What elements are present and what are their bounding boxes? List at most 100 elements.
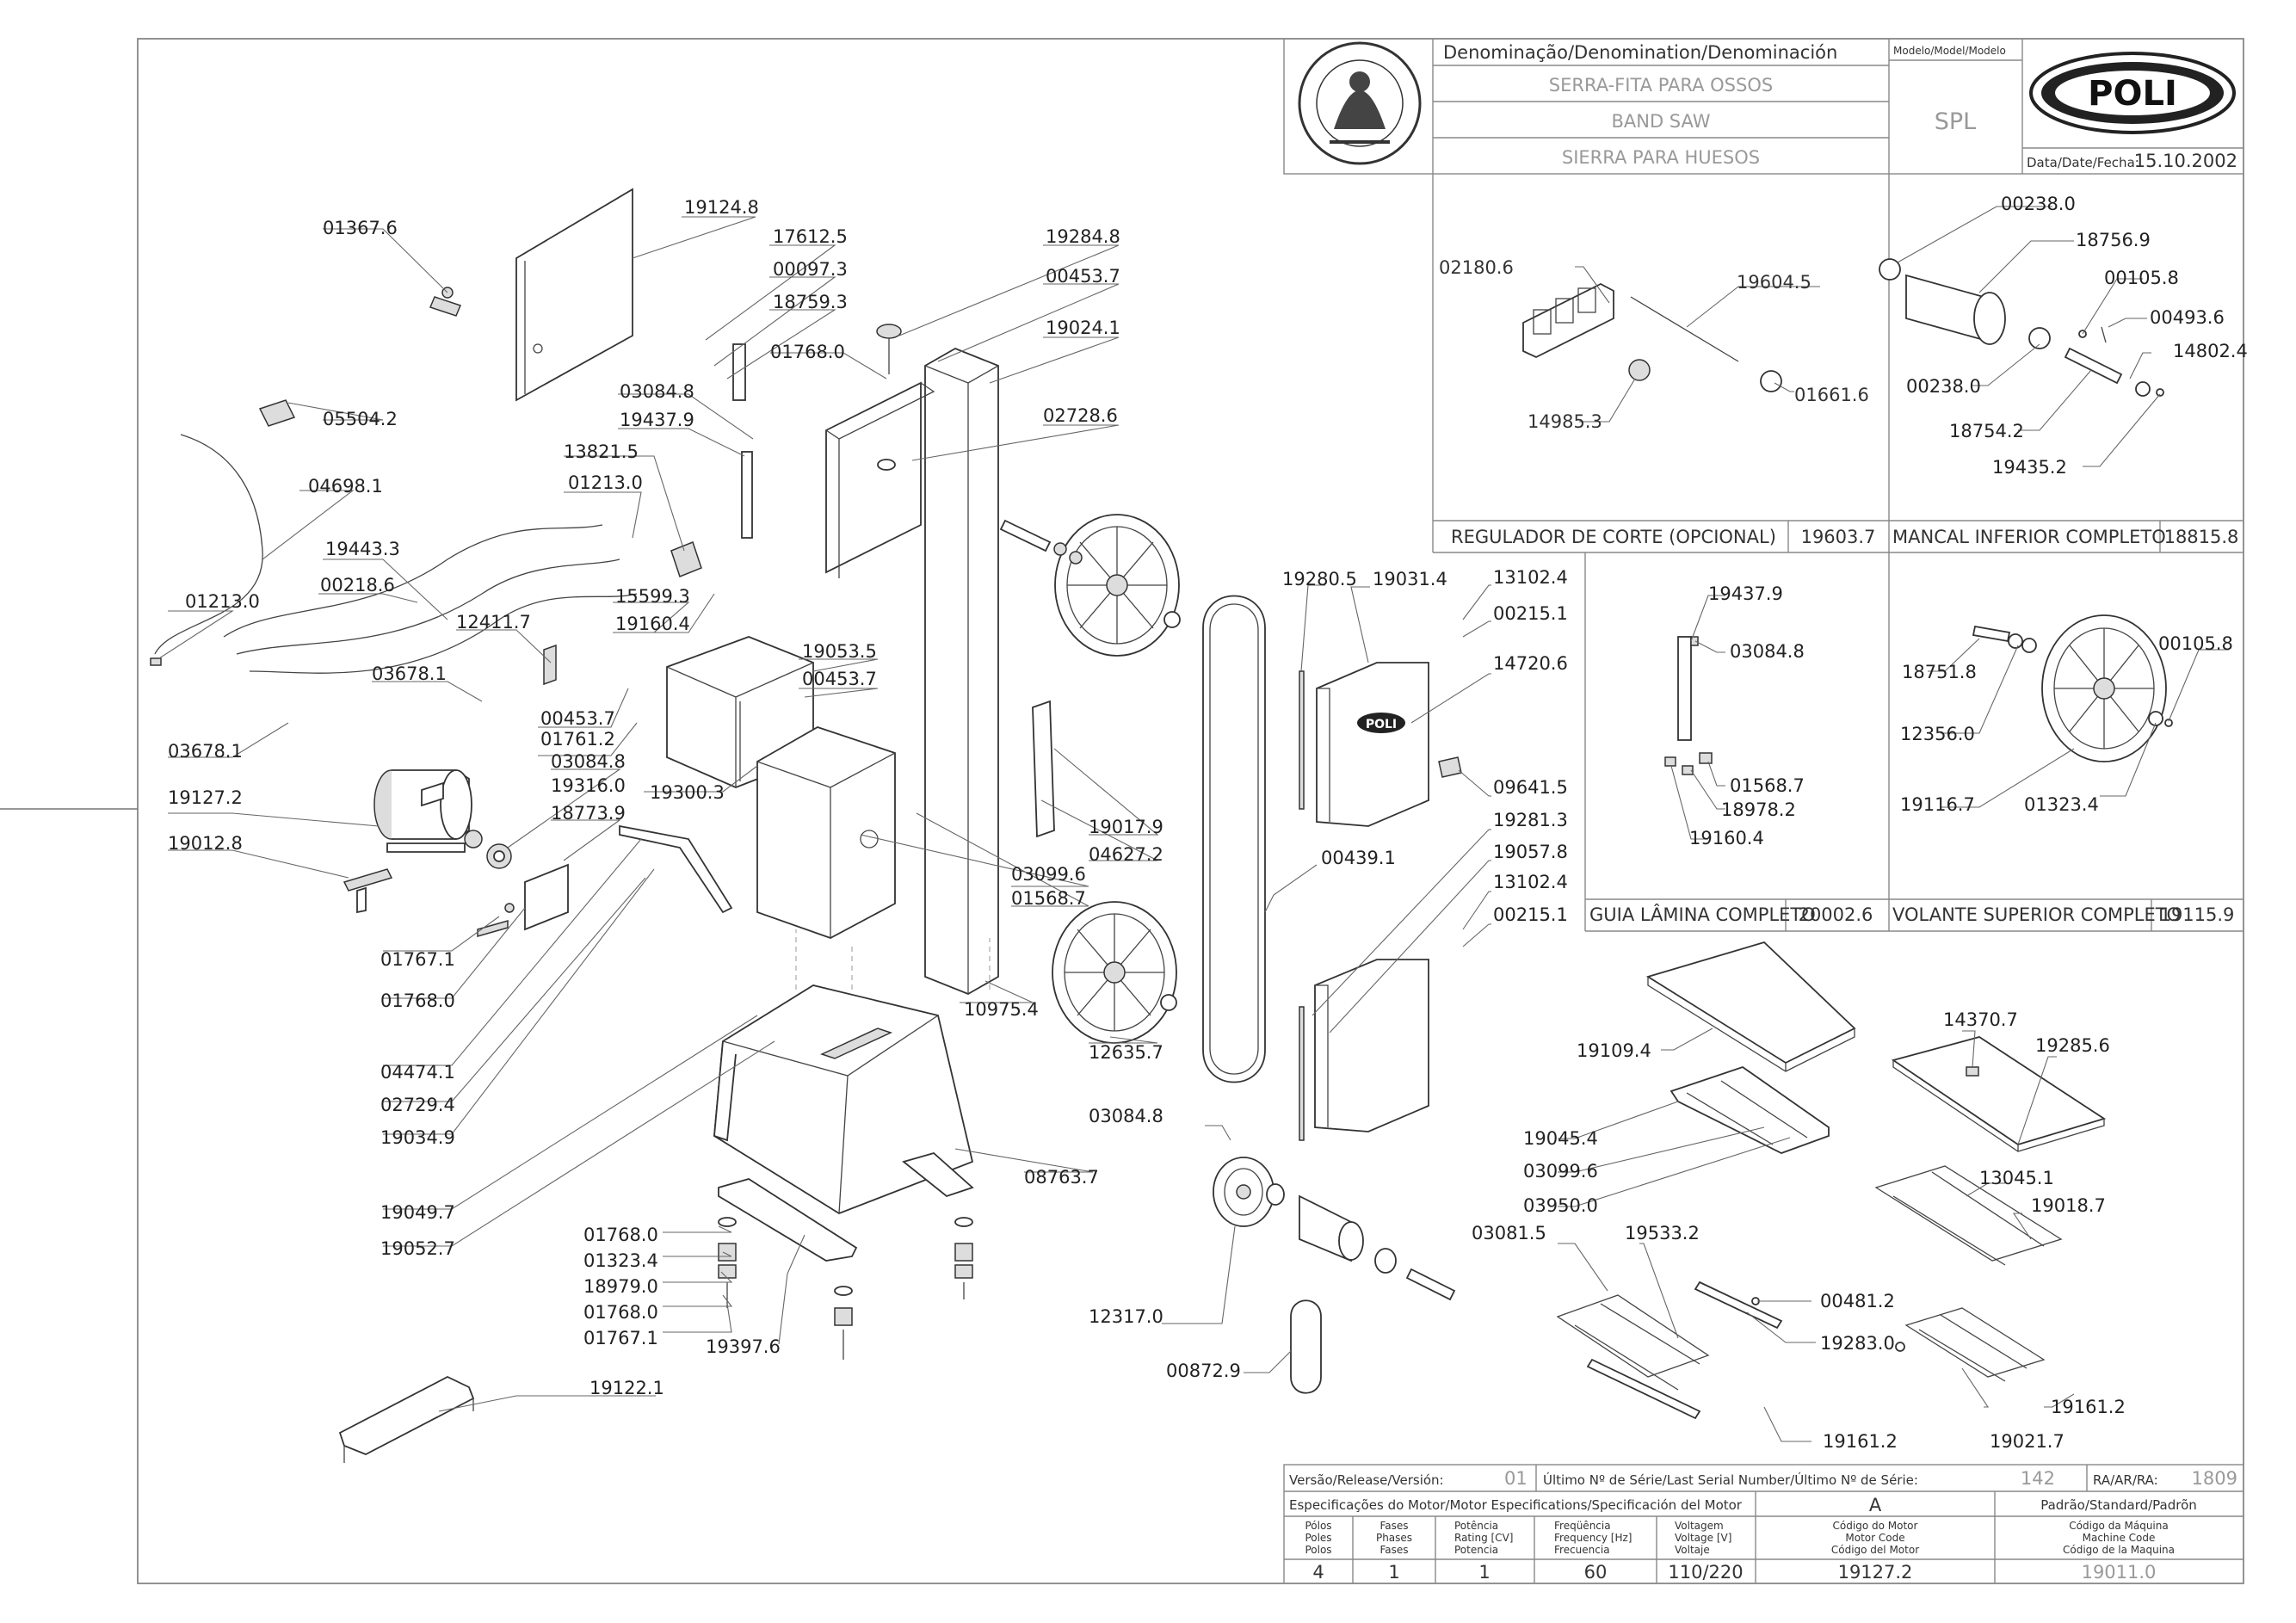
name-en: BAND SAW: [1611, 111, 1710, 132]
part-label: 19281.3: [1493, 810, 1568, 830]
date-label: Data/Date/Fecha:: [2027, 155, 2139, 170]
part-label: 15599.3: [615, 586, 690, 607]
part-label: 00872.9: [1166, 1361, 1241, 1381]
part-label: 03084.8: [1089, 1106, 1163, 1126]
part-label: 19049.7: [380, 1202, 455, 1223]
part-label: 01768.0: [770, 342, 845, 362]
part-label: 19437.9: [1708, 583, 1783, 604]
ra-label: RA/AR/RA:: [2093, 1472, 2158, 1488]
part-label: 19604.5: [1737, 272, 1811, 293]
part-label: 00215.1: [1493, 904, 1568, 925]
header-line: Código da Máquina: [2069, 1520, 2168, 1532]
header-line: Pólos: [1305, 1520, 1331, 1532]
part-label: 04474.1: [380, 1062, 455, 1083]
header-line: Frecuencia: [1554, 1544, 1610, 1556]
sub-assembly-4-name: VOLANTE SUPERIOR COMPLETO: [1892, 904, 2181, 925]
part-label: 19122.1: [589, 1378, 664, 1398]
header-line: Motor Code: [1845, 1532, 1904, 1544]
part-label: 03084.8: [551, 751, 626, 772]
col-a-label: A: [1869, 1495, 1882, 1515]
part-label: 19053.5: [802, 641, 877, 662]
part-label: 00105.8: [2158, 633, 2233, 654]
part-label: 19300.3: [650, 782, 725, 803]
part-label: 00238.0: [1906, 376, 1981, 397]
part-label: 01568.7: [1011, 888, 1086, 909]
part-label: 19443.3: [325, 539, 400, 559]
part-label: 13821.5: [564, 441, 639, 462]
footer-table: [1283, 1464, 2244, 1584]
part-label: 05504.2: [323, 409, 398, 429]
title-block: Denominação/Denomination/Denominación SE…: [1283, 38, 2244, 175]
part-label: 03081.5: [1472, 1223, 1546, 1243]
brand-name: POLI: [2088, 74, 2177, 114]
poles-value: 4: [1312, 1562, 1324, 1583]
header-line: Fases: [1379, 1544, 1408, 1556]
sub-assembly-2-name: MANCAL INFERIOR COMPLETO: [1892, 527, 2166, 547]
part-label: 19031.4: [1373, 569, 1447, 589]
header-line: Phases: [1376, 1532, 1412, 1544]
motor-code-value: 19127.2: [1838, 1562, 1913, 1583]
part-label: 01323.4: [583, 1250, 658, 1271]
part-label: 19116.7: [1900, 794, 1975, 815]
model-header: Modelo/Model/Modelo: [1893, 45, 2006, 57]
part-label: 19285.6: [2035, 1035, 2110, 1056]
sub-assembly-4-code: 19115.9: [2160, 904, 2235, 925]
part-label: 00453.7: [1046, 266, 1120, 287]
part-label: 19057.8: [1493, 842, 1568, 862]
part-label: 12411.7: [456, 612, 531, 633]
authorized-service-seal: [1298, 41, 1422, 165]
part-label: 01768.0: [583, 1225, 658, 1245]
part-label: 19052.7: [380, 1238, 455, 1259]
part-label: 10975.4: [964, 999, 1039, 1020]
header-line: Potência: [1454, 1520, 1498, 1532]
part-label: 04698.1: [308, 476, 383, 497]
header-line: Freqüência: [1554, 1520, 1611, 1532]
part-label: 00238.0: [2001, 194, 2076, 214]
release-label: Versão/Release/Versión:: [1289, 1472, 1444, 1488]
part-label: 18773.9: [551, 803, 626, 824]
part-label: 01761.2: [540, 729, 615, 750]
date-value: 15.10.2002: [2134, 151, 2237, 171]
part-label: 19397.6: [706, 1336, 781, 1357]
part-label: 19280.5: [1282, 569, 1357, 589]
header-line: Polos: [1305, 1544, 1331, 1556]
part-label: 01323.4: [2024, 794, 2099, 815]
part-label: 00097.3: [773, 259, 848, 280]
rating-value: 1: [1478, 1562, 1490, 1583]
part-label: 17612.5: [773, 226, 848, 247]
part-label: 00481.2: [1820, 1291, 1895, 1311]
part-label: 00215.1: [1493, 603, 1568, 624]
header-line: Código del Motor: [1831, 1544, 1919, 1556]
part-label: 00493.6: [2150, 307, 2225, 328]
part-label: 01768.0: [583, 1302, 658, 1323]
machine-code-value: 19011.0: [2082, 1562, 2157, 1583]
part-label: 18978.2: [1721, 799, 1796, 820]
part-label: 00453.7: [540, 708, 615, 729]
sub-assembly-3-code: 20002.6: [1799, 904, 1873, 925]
part-label: 01367.6: [323, 218, 398, 238]
header-line: Frequency [Hz]: [1554, 1532, 1633, 1544]
part-label: 19012.8: [168, 833, 243, 854]
part-label: 19437.9: [620, 410, 694, 430]
part-label: 01768.0: [380, 990, 455, 1011]
sub-assembly-2-code: 18815.8: [2164, 527, 2239, 547]
part-label: 12356.0: [1900, 724, 1975, 744]
part-label: 01213.0: [568, 472, 643, 493]
part-label: 12635.7: [1089, 1042, 1163, 1063]
part-label: 04627.2: [1089, 844, 1163, 865]
part-label: 03084.8: [620, 381, 694, 402]
part-label: 03099.6: [1011, 864, 1086, 885]
part-label: 03084.8: [1730, 641, 1805, 662]
part-label: 19533.2: [1625, 1223, 1700, 1243]
header-line: Poles: [1305, 1532, 1331, 1544]
part-label: 00453.7: [802, 669, 877, 689]
sub-assembly-panels: [1432, 174, 2244, 932]
part-label: 19021.7: [1990, 1431, 2065, 1452]
part-label: 01661.6: [1794, 385, 1869, 405]
part-label: 19024.1: [1046, 318, 1120, 338]
part-label: 19109.4: [1577, 1040, 1651, 1061]
frequency-value: 60: [1584, 1562, 1608, 1583]
header-line: Código do Motor: [1833, 1520, 1918, 1532]
name-pt: SERRA-FITA PARA OSSOS: [1549, 75, 1773, 96]
